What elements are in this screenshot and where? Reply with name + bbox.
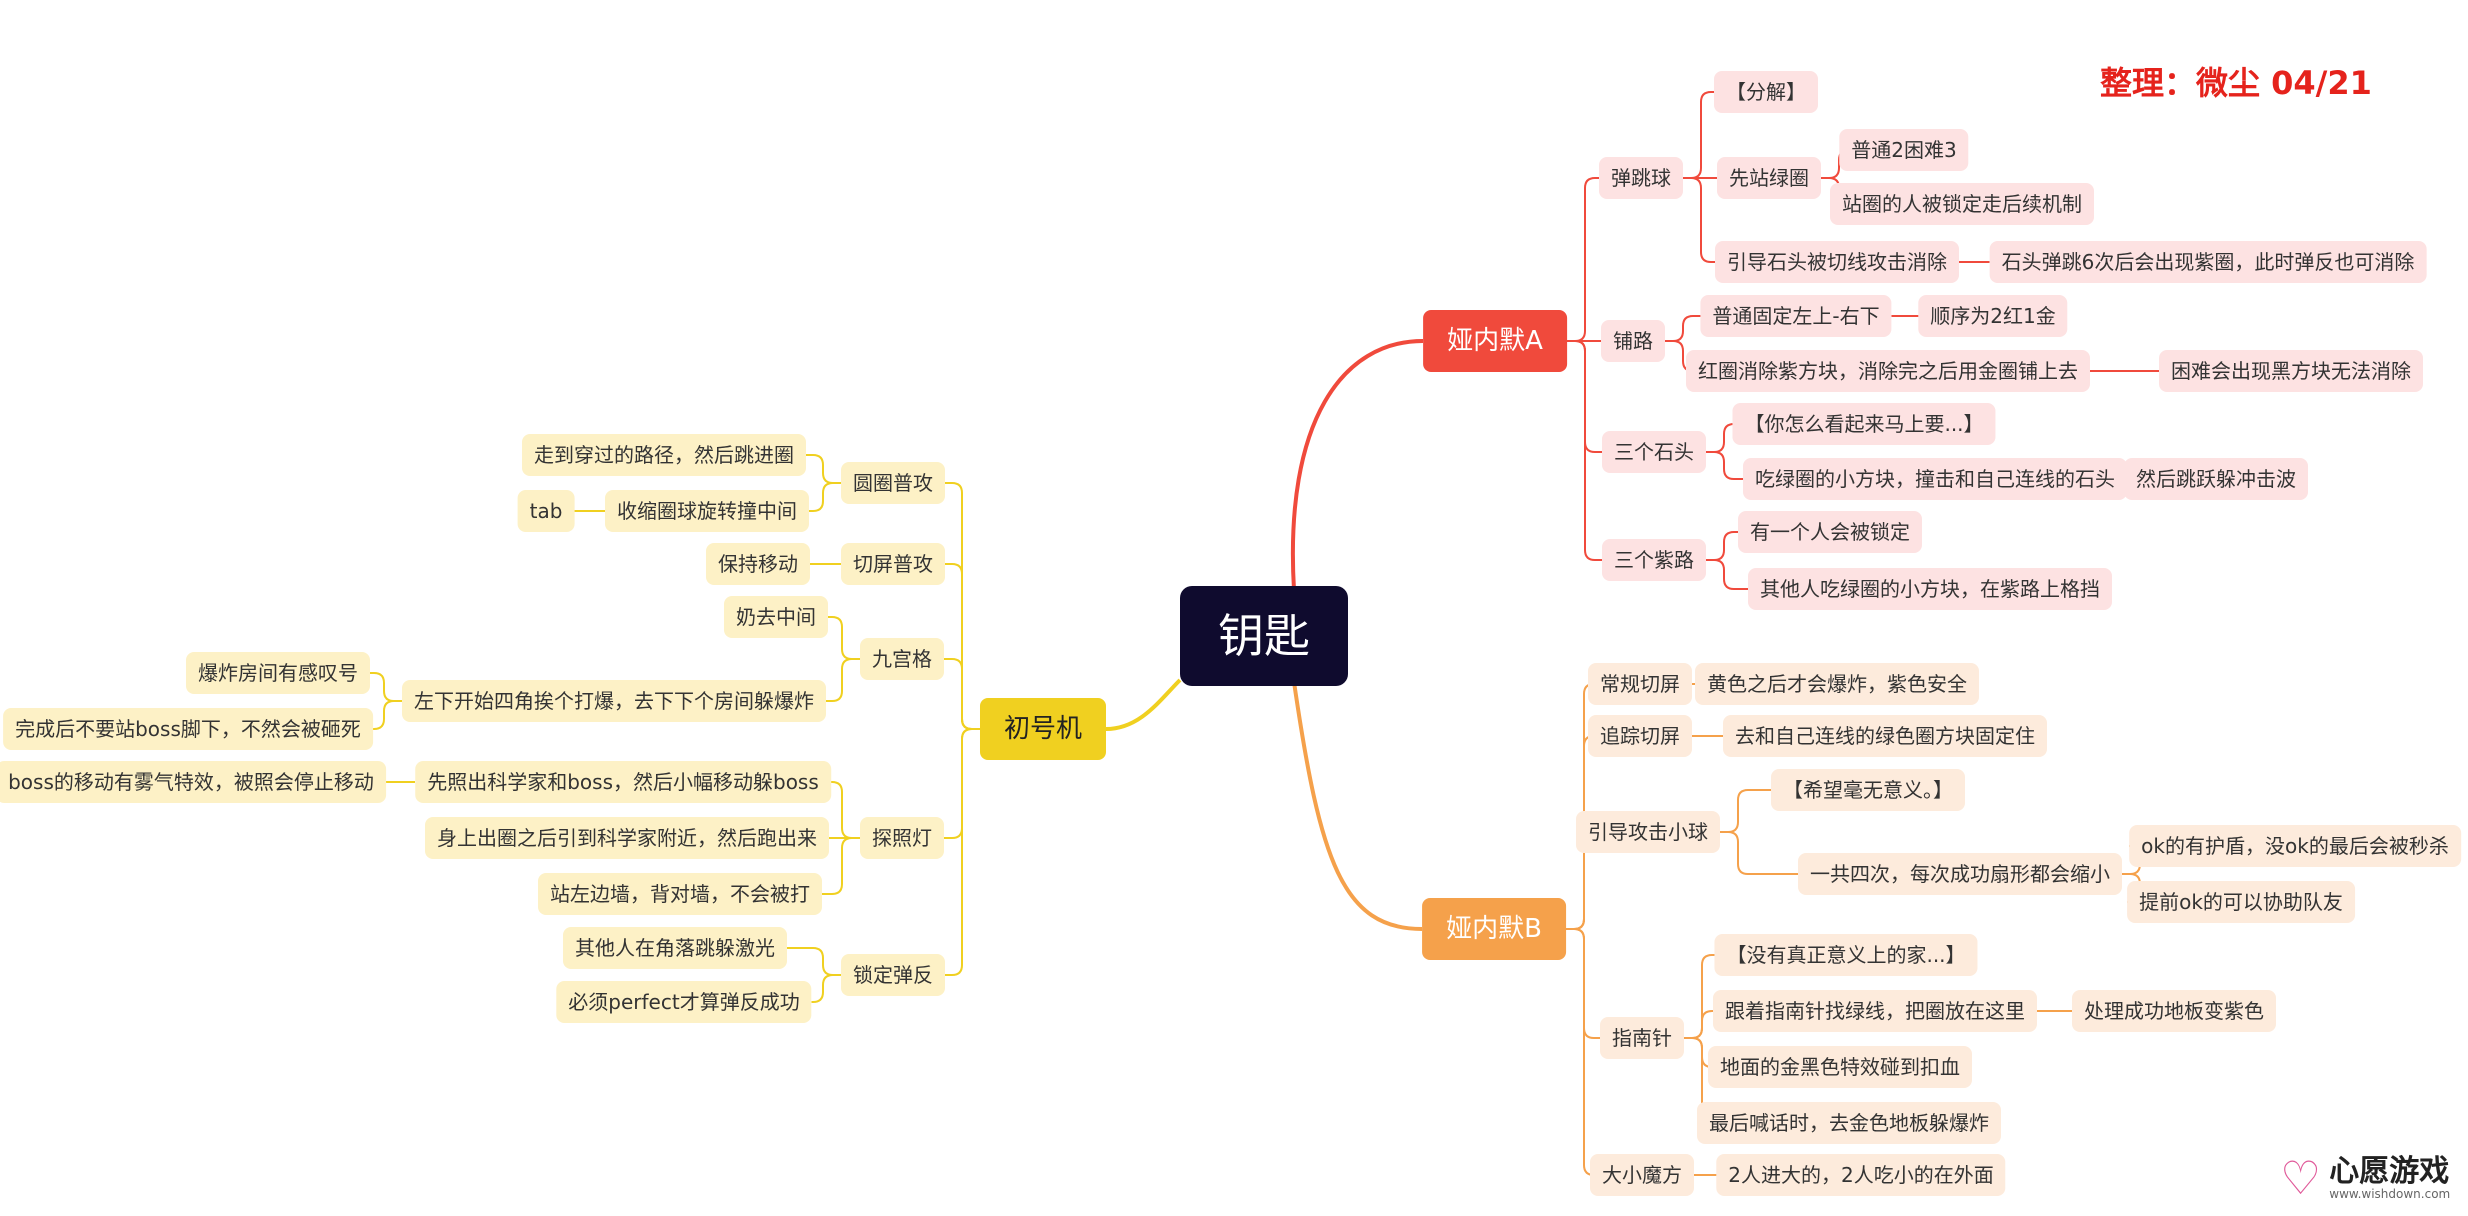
connector-nA1-nA10 [1665, 315, 1701, 342]
connector-nA3-nA31 [1706, 559, 1748, 590]
connector-nC0-nC01 [809, 482, 841, 512]
root-node[interactable]: 钥匙 [1180, 586, 1348, 686]
connector-nC2-nC20 [828, 616, 860, 660]
node-circle-attack[interactable]: 圆圈普攻 [841, 462, 945, 504]
node-healer-center[interactable]: 奶去中间 [724, 596, 828, 638]
connector-nB-nB4 [1566, 928, 1595, 1176]
connector-nC0-nC00 [806, 454, 841, 484]
node-shrink-ball[interactable]: 收缩圈球旋转撞中间 [605, 490, 809, 532]
node-perfect-parry[interactable]: 必须perfect才算弹反成功 [556, 981, 812, 1023]
node-four-corners[interactable]: 左下开始四角挨个打爆，去下下个房间躲爆炸 [402, 680, 826, 722]
node-compass[interactable]: 指南针 [1600, 1017, 1684, 1059]
node-track-cut[interactable]: 追踪切屏 [1588, 715, 1692, 757]
connector-nA0-nA02 [1683, 177, 1715, 263]
connector-nC3-nC32 [822, 837, 860, 895]
node-walk-path[interactable]: 走到穿过的路径，然后跳进圈 [522, 434, 806, 476]
watermark-logo: ♡ 心愿游戏 www.wishdown.com [2280, 1150, 2450, 1206]
connector-nC-nC4 [945, 728, 980, 976]
node-ok-shield[interactable]: ok的有护盾，没ok的最后会被秒杀 [2129, 825, 2461, 867]
connector-nC21-nC211 [373, 700, 402, 730]
node-stone-bounce[interactable]: 石头弹跳6次后会出现紫圈，此时弹反也可消除 [1989, 241, 2427, 283]
connector-nC4-nC41 [811, 974, 841, 1003]
node-early-ok[interactable]: 提前ok的可以协助队友 [2127, 881, 2355, 923]
node-decompose[interactable]: 【分解】 [1714, 71, 1818, 113]
node-boss-fog[interactable]: boss的移动有雾气特效，被照会停止移动 [0, 761, 386, 803]
node-jump-wave[interactable]: 然后跳跃躲冲击波 [2124, 458, 2308, 500]
node-order[interactable]: 顺序为2红1金 [1918, 295, 2068, 337]
node-tab[interactable]: tab [517, 490, 575, 532]
node-quote-stones[interactable]: 【你怎么看起来马上要...】 [1732, 403, 1996, 445]
node-others-block[interactable]: 其他人吃绿圈的小方块，在紫路上格挡 [1748, 568, 2112, 610]
node-three-stones[interactable]: 三个石头 [1602, 431, 1706, 473]
credit-text: 整理：微尘 04/21 [2100, 64, 2372, 102]
node-three-purple[interactable]: 三个紫路 [1602, 539, 1706, 581]
watermark-url: www.wishdown.com [2329, 1186, 2451, 1201]
node-fix-green[interactable]: 去和自己连线的绿色圈方块固定住 [1723, 715, 2047, 757]
node-last-shout[interactable]: 最后喊话时，去金色地板躲爆炸 [1697, 1102, 2001, 1144]
node-circle-scientist[interactable]: 身上出圈之后引到科学家附近，然后跑出来 [425, 817, 829, 859]
node-quote-hope[interactable]: 【希望毫无意义。】 [1771, 769, 1965, 811]
node-stand-green-circle[interactable]: 先站绿圈 [1717, 157, 1821, 199]
connector-root-nA [1290, 339, 1424, 591]
node-paving[interactable]: 铺路 [1601, 320, 1665, 362]
connector-nA2-nA21 [1706, 451, 1743, 480]
node-red-circle[interactable]: 红圈消除紫方块，消除完之后用金圈铺上去 [1686, 350, 2090, 392]
node-normal2-hard3[interactable]: 普通2困难3 [1839, 129, 1969, 171]
node-hard-black[interactable]: 困难会出现黑方块无法消除 [2159, 350, 2423, 392]
branch-node-a[interactable]: 娅内默A [1423, 310, 1567, 372]
connector-nA2-nA20 [1706, 423, 1735, 453]
node-guide-ball[interactable]: 引导攻击小球 [1576, 811, 1720, 853]
connector-nA-nA3 [1567, 340, 1602, 561]
node-left-wall[interactable]: 站左边墙，背对墙，不会被打 [538, 873, 822, 915]
node-size-cube[interactable]: 大小魔方 [1590, 1154, 1694, 1196]
branch-node-b[interactable]: 娅内默B [1422, 898, 1566, 960]
node-nine-grid[interactable]: 九宫格 [860, 638, 944, 680]
node-gold-black[interactable]: 地面的金黑色特效碰到扣血 [1708, 1046, 1972, 1088]
node-searchlight[interactable]: 探照灯 [860, 817, 944, 859]
connector-nA-nA0 [1567, 177, 1599, 342]
node-normal-cut[interactable]: 常规切屏 [1588, 663, 1692, 705]
node-circle-locked[interactable]: 站圈的人被锁定走后续机制 [1830, 183, 2094, 225]
watermark-brand: 心愿游戏 [2329, 1153, 2450, 1189]
connector-nB2-nB20 [1720, 789, 1771, 833]
connector-nC-nC2 [944, 658, 980, 730]
connector-nC3-nC30 [831, 781, 860, 839]
node-lock-parry[interactable]: 锁定弹反 [841, 954, 945, 996]
node-not-under-boss[interactable]: 完成后不要站boss脚下，不然会被砸死 [3, 708, 373, 750]
connector-nC4-nC40 [787, 947, 841, 976]
connector-nC2-nC21 [826, 658, 860, 702]
node-follow-compass[interactable]: 跟着指南针找绿线，把圈放在这里 [1713, 990, 2037, 1032]
connector-nA3-nA30 [1706, 531, 1738, 561]
connector-nB3-nB30 [1684, 954, 1715, 1039]
node-keep-moving[interactable]: 保持移动 [706, 543, 810, 585]
node-corner-laser[interactable]: 其他人在角落跳躲激光 [563, 927, 787, 969]
connector-nB3-nB31 [1684, 1010, 1713, 1039]
node-one-locked[interactable]: 有一个人会被锁定 [1738, 511, 1922, 553]
node-quote-home[interactable]: 【没有真正意义上的家...】 [1714, 934, 1978, 976]
node-eat-green[interactable]: 吃绿圈的小方块，撞击和自己连线的石头 [1743, 458, 2127, 500]
node-cut-attack[interactable]: 切屏普攻 [841, 543, 945, 585]
node-light-scientist[interactable]: 先照出科学家和boss，然后小幅移动躲boss [415, 761, 831, 803]
connector-nA0-nA00 [1683, 91, 1714, 179]
node-four-times[interactable]: 一共四次，每次成功扇形都会缩小 [1798, 853, 2122, 895]
node-normal-fixed[interactable]: 普通固定左上-右下 [1700, 295, 1892, 337]
node-bounce-ball[interactable]: 弹跳球 [1599, 157, 1683, 199]
connector-root-nC [1105, 678, 1182, 731]
node-guide-stone[interactable]: 引导石头被切线攻击消除 [1715, 241, 1959, 283]
connector-nC21-nC210 [370, 672, 402, 702]
connector-root-nB [1292, 681, 1423, 931]
node-floor-purple[interactable]: 处理成功地板变紫色 [2072, 990, 2276, 1032]
node-two-big[interactable]: 2人进大的，2人吃小的在外面 [1716, 1154, 2006, 1196]
branch-node-c[interactable]: 初号机 [979, 698, 1107, 760]
node-yellow-explode[interactable]: 黄色之后才会爆炸，紫色安全 [1695, 663, 1979, 705]
connector-nB2-nB21 [1720, 831, 1798, 875]
node-room-exclaim[interactable]: 爆炸房间有感叹号 [186, 652, 370, 694]
heart-logo-icon: ♡ [2280, 1151, 2322, 1205]
